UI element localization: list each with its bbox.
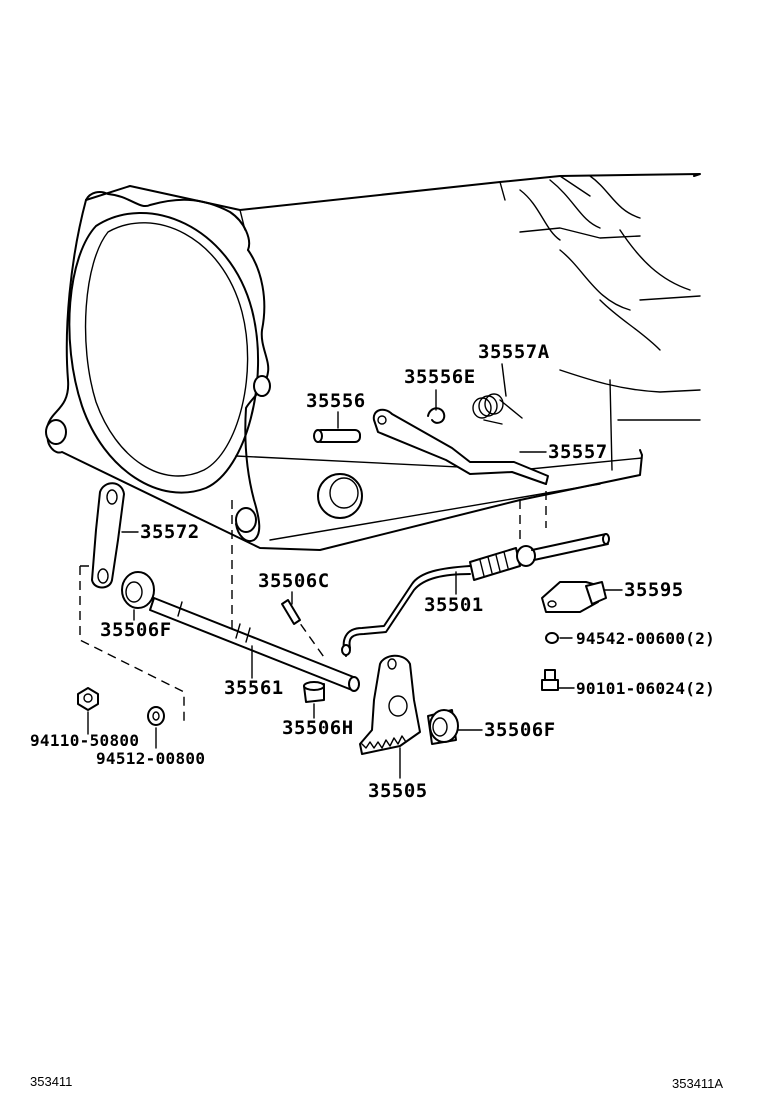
label-94542-00600: 94542-00600(2): [576, 629, 716, 648]
label-94512-00800: 94512-00800: [96, 749, 206, 768]
lever-35557: [372, 408, 549, 485]
pin-35556: [313, 429, 361, 443]
label-35556: 35556: [306, 390, 366, 412]
bracket-35595: [541, 581, 607, 613]
label-35505: 35505: [368, 780, 428, 802]
figure-code-left: 353411: [30, 1074, 73, 1089]
label-90101-06024: 90101-06024(2): [576, 679, 716, 698]
washer-94512: [147, 706, 165, 726]
leader-lines: [87, 363, 623, 779]
label-35557A: 35557A: [478, 341, 550, 363]
nut-94542: [545, 632, 559, 644]
label-94110-50800: 94110-50800: [30, 731, 140, 750]
label-35595: 35595: [624, 579, 684, 601]
label-35561: 35561: [224, 677, 284, 699]
shaft-35561: [149, 597, 360, 692]
detent-plate-35505: [359, 654, 421, 755]
nut-94110: [77, 687, 99, 711]
spring-35557A: [472, 393, 523, 425]
bushing-35506H: [303, 681, 325, 703]
clip-35556E: [427, 407, 446, 424]
label-35506H: 35506H: [282, 717, 354, 739]
figure-code-right: 353411A: [672, 1076, 724, 1091]
cable-35501: [341, 533, 610, 657]
bolt-90101: [541, 669, 559, 691]
bushing-35506F-right: [427, 709, 459, 745]
label-35572: 35572: [140, 521, 200, 543]
label-35557: 35557: [548, 441, 608, 463]
bushing-35506F-left: [121, 571, 155, 609]
label-35506F-right: 35506F: [484, 719, 556, 741]
label-35506F-left: 35506F: [100, 619, 172, 641]
lever-35572: [91, 482, 125, 589]
label-35556E: 35556E: [404, 366, 476, 388]
pin-35506C: [281, 599, 301, 625]
label-35506C: 35506C: [258, 570, 330, 592]
label-35501: 35501: [424, 594, 484, 616]
